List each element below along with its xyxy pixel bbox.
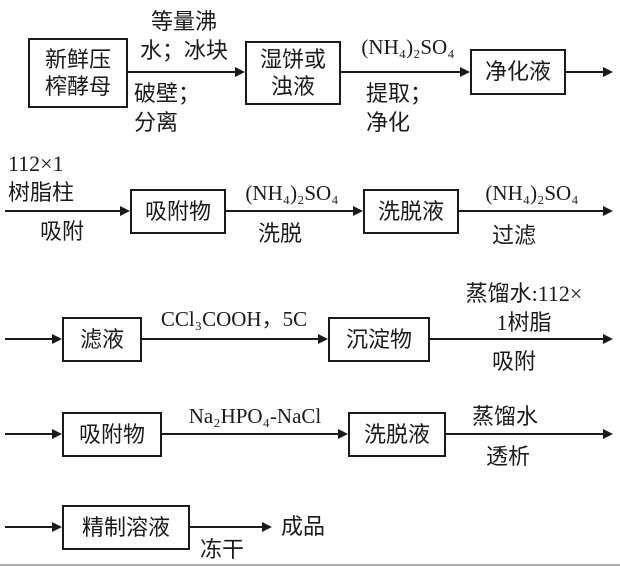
box-adsorbate-1: 吸附物: [130, 189, 226, 234]
arrow-line: [5, 338, 52, 340]
arrow-label-ammonium-sulfate-3: (NH₄)₂SO₄: [485, 181, 579, 205]
box-eluate-2-label: 洗脱液: [363, 421, 430, 447]
arrow-label-distilled-water: 蒸馏水: [472, 404, 539, 429]
arrowhead-icon: [52, 334, 62, 344]
arrowhead-icon: [52, 522, 62, 532]
bottom-divider: [0, 564, 620, 566]
arrow-label-dialysis: 透析: [486, 444, 531, 469]
arrow-line: [446, 433, 603, 435]
box-refined-solution: 精制溶液: [62, 505, 190, 550]
box-refined-solution-label: 精制溶液: [81, 514, 170, 540]
arrow-line: [566, 71, 603, 73]
arrowhead-icon: [603, 67, 613, 77]
arrow-line: [430, 338, 603, 340]
box-eluate-1: 洗脱液: [363, 189, 459, 234]
arrow-label-boiling-water: 等量沸 水；冰块: [139, 9, 228, 63]
arrowhead-icon: [318, 334, 328, 344]
arrowhead-icon: [338, 429, 348, 439]
arrowhead-icon: [603, 334, 613, 344]
arrowhead-icon: [120, 206, 130, 216]
arrow-line: [162, 433, 338, 435]
arrow-label-extract-purify: 提取； 净化: [366, 81, 433, 135]
arrow-label-filter: 过滤: [492, 223, 537, 248]
arrow-line: [459, 210, 603, 212]
box-adsorbate-2: 吸附物: [62, 412, 162, 457]
box-eluate-1-label: 洗脱液: [377, 198, 444, 224]
arrow-line: [5, 526, 52, 528]
box-adsorbate-2-label: 吸附物: [78, 421, 145, 447]
box-precipitate: 沉淀物: [328, 317, 430, 362]
box-fresh-yeast-label: 新鲜压 榨酵母: [44, 46, 111, 100]
box-wet-cake: 湿饼或 浊液: [245, 41, 341, 105]
arrow-label-tca: CCl₃COOH，5C: [160, 307, 308, 331]
arrowhead-icon: [603, 429, 613, 439]
box-purified-liquid: 净化液: [470, 49, 566, 95]
box-precipitate-label: 沉淀物: [345, 326, 412, 352]
arrowhead-icon: [262, 522, 272, 532]
box-wet-cake-label: 湿饼或 浊液: [259, 46, 326, 100]
box-adsorbate-1-label: 吸附物: [144, 198, 211, 224]
arrow-line: [128, 71, 235, 73]
box-filtrate-label: 滤液: [79, 326, 124, 352]
box-eluate-2: 洗脱液: [348, 412, 446, 457]
box-filtrate: 滤液: [62, 317, 142, 362]
arrow-label-ammonium-sulfate-2: (NH₄)₂SO₄: [245, 181, 339, 205]
arrow-line: [5, 210, 120, 212]
arrow-label-ammonium-sulfate-1: (NH₄)₂SO₄: [361, 35, 455, 59]
arrowhead-icon: [52, 429, 62, 439]
arrowhead-icon: [235, 67, 245, 77]
arrowhead-icon: [460, 67, 470, 77]
arrow-label-freeze-dry: 冻干: [200, 537, 245, 562]
arrow-line: [190, 526, 262, 528]
arrow-label-break-separate: 破壁； 分离: [134, 81, 201, 135]
arrow-line: [142, 338, 318, 340]
arrowhead-icon: [353, 206, 363, 216]
arrow-label-adsorb-2: 吸附: [492, 349, 537, 374]
arrow-label-phosphate-nacl: Na₂HPO₄-NaCl: [188, 404, 322, 428]
arrow-line: [226, 210, 353, 212]
arrow-label-distilled-water-resin: 蒸馏水:112× 1树脂: [465, 281, 583, 335]
arrow-label-resin-column: 112×1 树脂柱: [8, 151, 75, 205]
arrowhead-icon: [603, 206, 613, 216]
box-fresh-yeast: 新鲜压 榨酵母: [28, 38, 128, 108]
final-product-label: 成品: [281, 514, 326, 539]
box-purified-liquid-label: 净化液: [484, 59, 551, 85]
arrow-label-adsorb-1: 吸附: [40, 219, 85, 244]
arrow-label-elute: 洗脱: [258, 221, 303, 246]
arrow-line: [5, 433, 52, 435]
arrow-line: [341, 71, 460, 73]
